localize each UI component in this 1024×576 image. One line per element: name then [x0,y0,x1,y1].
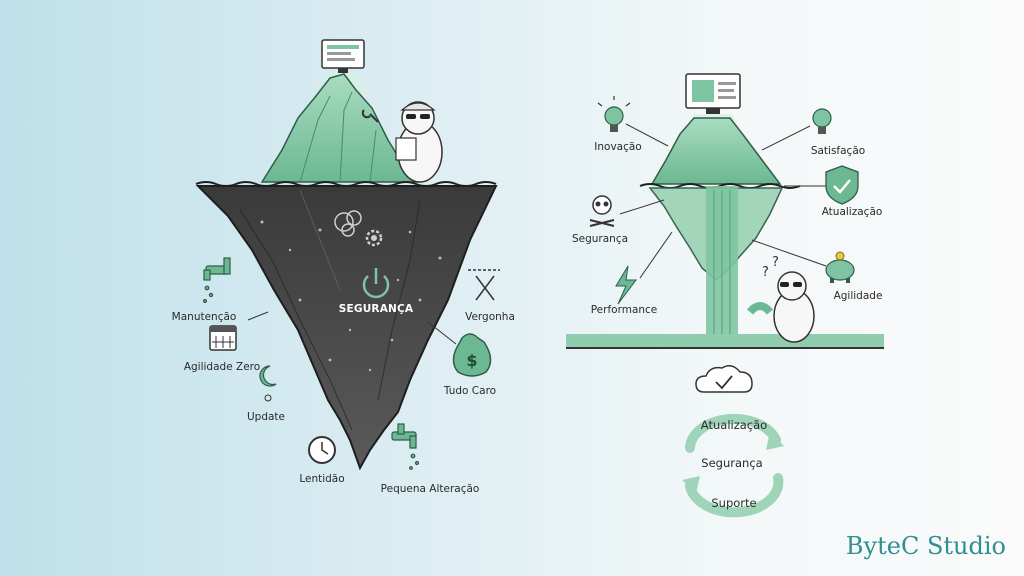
label-seguranca: Segurança [571,233,629,245]
cycle-label-top: Atualização [700,418,768,432]
money-bag-icon: $ [452,333,492,377]
skull-icon [589,195,615,227]
cycle-arrow-bottom [685,473,784,518]
label-atualizacao: Atualização [821,206,883,218]
clock-icon [308,436,336,464]
cycle-arrow-top [685,413,781,453]
ground [566,334,884,348]
left-iceberg-submerged [195,185,498,471]
piggy-bank-icon [825,251,855,283]
cycle-label-center: Segurança [701,456,763,470]
cycle-diagram [682,413,784,518]
lightning-icon [615,265,637,305]
update-moon-icon [259,365,277,402]
label-agilidade: Agilidade [833,290,883,302]
faucet-icon [203,257,231,304]
label-inovacao: Inovação [594,141,642,153]
label-lentidao: Lentidão [299,473,345,485]
cloud-check-icon [695,365,753,393]
label-agilidade-zero: Agilidade Zero [183,361,261,373]
lightbulb-icon-right [812,108,832,134]
faucet-drip-icon [391,423,420,470]
right-iceberg: ? ? [566,73,884,349]
brand-logo-text: ByteC Studio [845,532,1006,560]
label-pequena-alteracao: Pequena Alteração [380,483,480,495]
left-center-label: SEGURANÇA [338,303,414,315]
left-iceberg [195,39,498,471]
label-satisfacao: Satisfação [810,145,866,157]
label-update: Update [246,411,286,423]
left-monitor-icon [321,39,365,73]
svg-text:?: ? [772,255,779,270]
shield-check-icon [825,165,859,205]
label-tudo-caro: Tudo Caro [443,385,497,397]
cycle-label-bottom: Suporte [711,496,757,510]
calendar-icon [209,325,237,351]
left-leader-lines [247,311,457,345]
power-icon [362,268,390,299]
svg-text:$: $ [466,351,477,370]
label-performance: Performance [590,304,658,316]
broken-tool-icon [468,269,500,301]
right-beaver-icon: ? ? [762,255,815,343]
tangled-wires-icon [334,210,362,237]
right-iceberg-tip [650,117,782,185]
left-iceberg-tip [260,73,420,183]
gear-icon [365,229,383,247]
label-vergonha: Vergonha [465,311,515,323]
svg-text:?: ? [762,265,769,280]
right-leader-lines [619,123,827,279]
left-beaver-icon [361,101,443,183]
lightbulb-icon-left [597,96,631,132]
right-monitor-icon [685,73,741,114]
label-manutencao: Manutenção [171,311,237,323]
